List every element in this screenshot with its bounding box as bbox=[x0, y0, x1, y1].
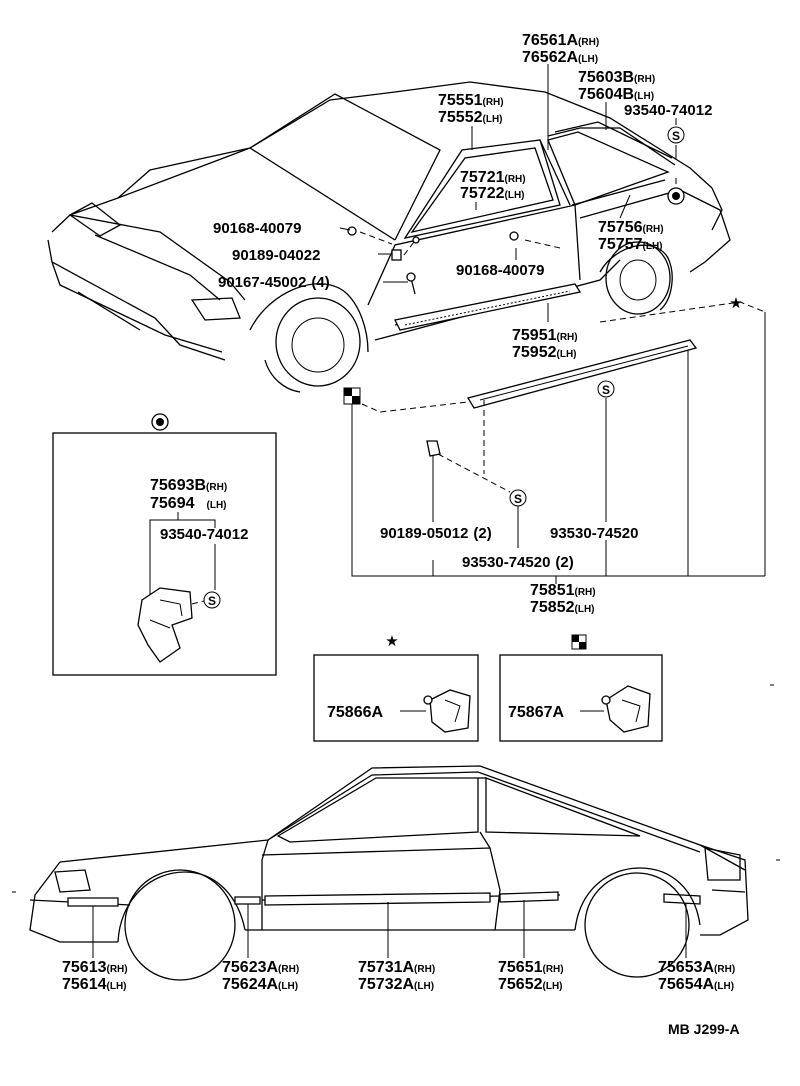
callout-75551: 75551(RH) bbox=[438, 92, 504, 109]
star-marker-icon: ★ bbox=[729, 295, 742, 312]
top-leader-lines bbox=[339, 64, 766, 576]
callout-75757: 75757(LH) bbox=[598, 236, 663, 253]
svg-text:S: S bbox=[672, 129, 680, 143]
callout-75952: 75952(LH) bbox=[512, 344, 577, 361]
callout-75866a: 75866A bbox=[327, 704, 383, 721]
screw-symbol-icon: S bbox=[667, 126, 685, 144]
top-callouts: 76561A(RH) 76562A(LH) 75603B(RH) 75604B(… bbox=[213, 32, 743, 361]
callout-93540-box: 93540-74012 bbox=[160, 526, 248, 543]
screw-symbol-icon: S bbox=[597, 380, 615, 398]
callout-75614: 75614(LH) bbox=[62, 976, 127, 993]
detail-box-dot: 75693B(RH) 75694(LH) 93540-74012 S bbox=[52, 413, 277, 676]
detail-box-checker: 75867A bbox=[499, 634, 663, 742]
bottom-callouts: 75613(RH) 75614(LH) 75623A(RH) 75624A(LH… bbox=[62, 900, 740, 1037]
belt-molding-assembly: S S 90189-05012(2) 93530-74520 93530-745… bbox=[343, 339, 765, 616]
screw-symbol-icon: S bbox=[509, 489, 527, 507]
callout-75851: 75851(RH) bbox=[530, 582, 596, 599]
callout-76561a: 76561A(RH) bbox=[522, 32, 599, 49]
callout-90189-05012: 90189-05012(2) bbox=[380, 525, 492, 542]
callout-93530-a: 93530-74520 bbox=[550, 525, 638, 542]
callout-75694: 75694(LH) bbox=[150, 495, 227, 512]
callout-75653a: 75653A(RH) bbox=[658, 959, 735, 976]
star-marker-icon: ★ bbox=[385, 633, 398, 650]
svg-text:S: S bbox=[514, 492, 522, 506]
callout-76562a: 76562A(LH) bbox=[522, 49, 598, 66]
callout-75693b: 75693B(RH) bbox=[150, 477, 227, 494]
detail-box-star: ★ 75866A bbox=[313, 633, 479, 742]
callout-90167: 90167-45002(4) bbox=[218, 274, 330, 291]
callout-75623a: 75623A(RH) bbox=[222, 959, 299, 976]
callout-75722: 75722(LH) bbox=[460, 185, 525, 202]
bottom-car-illustration bbox=[12, 684, 780, 981]
callout-90168-b: 90168-40079 bbox=[456, 262, 544, 279]
svg-text:S: S bbox=[602, 383, 610, 397]
callout-75721: 75721(RH) bbox=[460, 169, 526, 186]
callout-93540-top: 93540-74012 bbox=[624, 102, 712, 119]
callout-75613: 75613(RH) bbox=[62, 959, 128, 976]
callout-75654a: 75654A(LH) bbox=[658, 976, 734, 993]
callout-75652: 75652(LH) bbox=[498, 976, 563, 993]
callout-75603b: 75603B(RH) bbox=[578, 69, 655, 86]
callout-75552: 75552(LH) bbox=[438, 109, 503, 126]
callout-75604b: 75604B(LH) bbox=[578, 86, 654, 103]
svg-text:S: S bbox=[208, 594, 216, 608]
dot-marker-icon bbox=[151, 413, 169, 431]
callout-75732a: 75732A(LH) bbox=[358, 976, 434, 993]
callout-75731a: 75731A(RH) bbox=[358, 959, 435, 976]
reference-code: MB J299-A bbox=[668, 1021, 740, 1037]
callout-75624a: 75624A(LH) bbox=[222, 976, 298, 993]
callout-75651: 75651(RH) bbox=[498, 959, 564, 976]
checker-marker-icon bbox=[571, 634, 587, 650]
screw-symbol-icon: S bbox=[203, 591, 221, 609]
callout-90189-04022: 90189-04022 bbox=[232, 247, 320, 264]
top-car-illustration bbox=[47, 81, 731, 393]
checker-marker-icon bbox=[343, 387, 361, 405]
callout-90168-a: 90168-40079 bbox=[213, 220, 301, 237]
callout-75867a: 75867A bbox=[508, 704, 564, 721]
callout-75951: 75951(RH) bbox=[512, 327, 578, 344]
callout-75852: 75852(LH) bbox=[530, 599, 595, 616]
dot-marker-icon bbox=[667, 187, 685, 205]
callout-75756: 75756(RH) bbox=[598, 219, 664, 236]
callout-93530-b: 93530-74520(2) bbox=[462, 554, 574, 571]
